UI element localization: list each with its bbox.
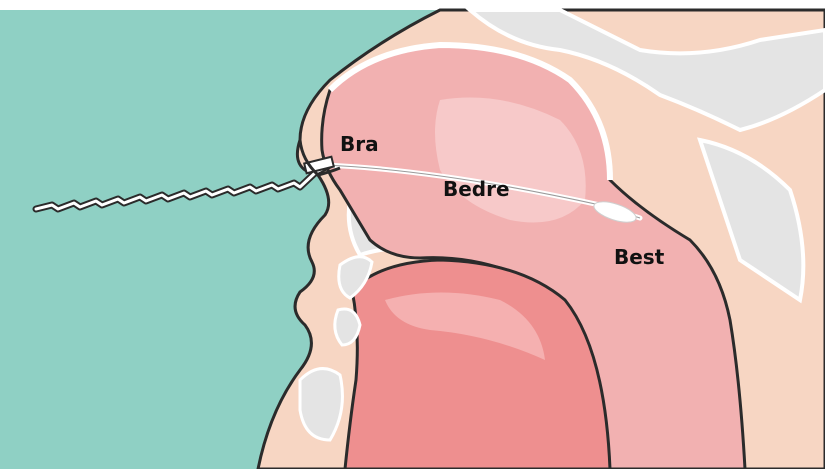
label-better: Bedre bbox=[443, 179, 510, 199]
label-best: Best bbox=[614, 247, 664, 267]
label-good: Bra bbox=[340, 134, 379, 154]
jaw-bone bbox=[300, 369, 342, 440]
